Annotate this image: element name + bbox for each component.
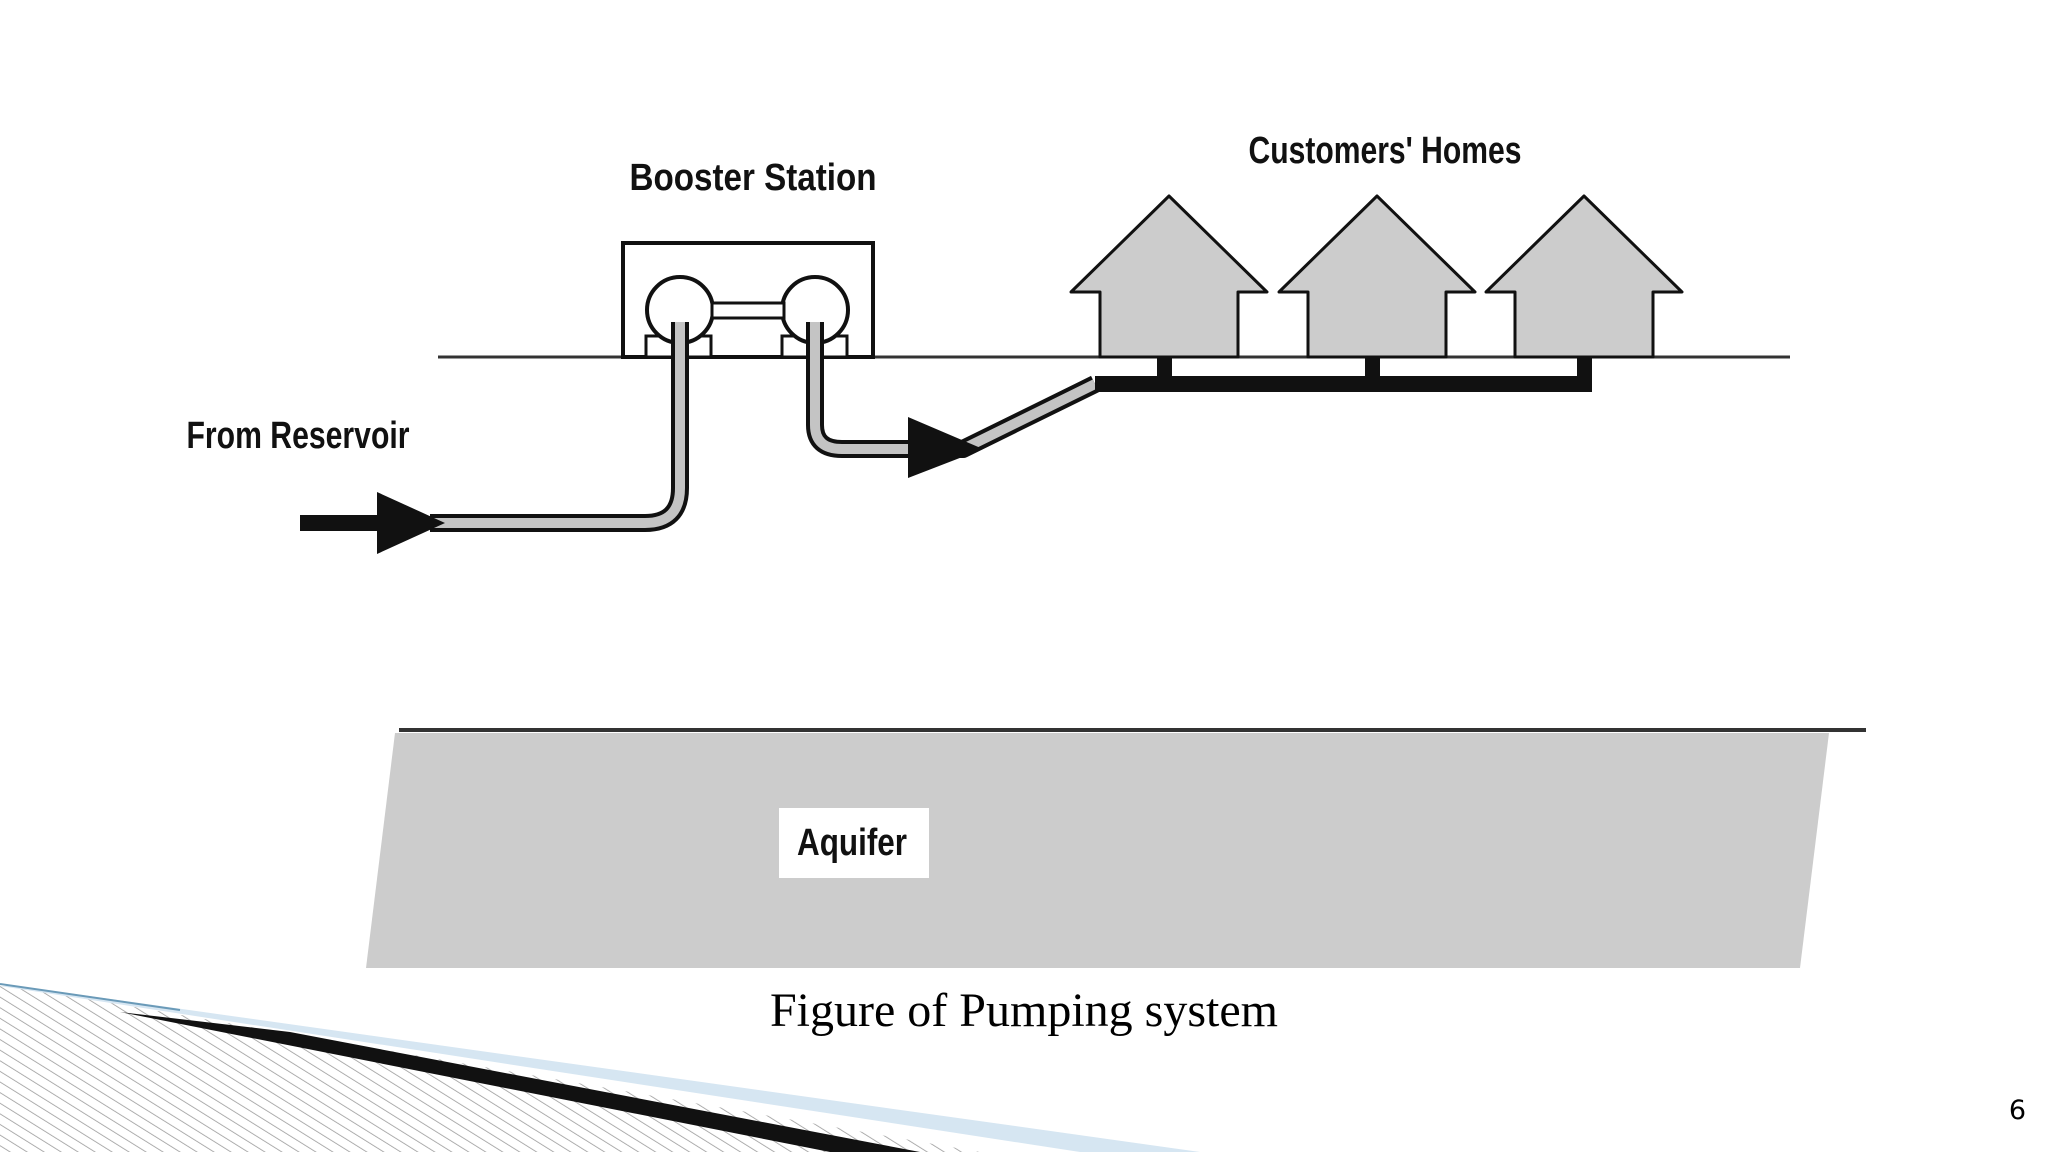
home-3 xyxy=(1484,194,1684,359)
aquifer-region xyxy=(366,733,1829,968)
label-customers-homes: Customers' Homes xyxy=(1249,130,1522,172)
distribution-main xyxy=(1095,357,1592,392)
figure-caption: Figure of Pumping system xyxy=(769,984,1278,1037)
outlet-arrow-head xyxy=(908,417,983,478)
inlet-arrow-head xyxy=(377,492,445,554)
label-from-reservoir: From Reservoir xyxy=(187,415,410,457)
page-number: 6 xyxy=(2008,1095,2026,1126)
label-booster-station: Booster Station xyxy=(630,157,877,199)
inlet-pipe xyxy=(430,322,689,532)
outlet-pipe xyxy=(806,322,1099,458)
aquifer-label-box xyxy=(779,808,929,878)
label-aquifer: Aquifer xyxy=(797,822,907,864)
home-1 xyxy=(1069,194,1269,359)
booster-station xyxy=(621,241,875,359)
home-2 xyxy=(1277,194,1477,359)
slide-footer-decoration xyxy=(0,983,1200,1152)
